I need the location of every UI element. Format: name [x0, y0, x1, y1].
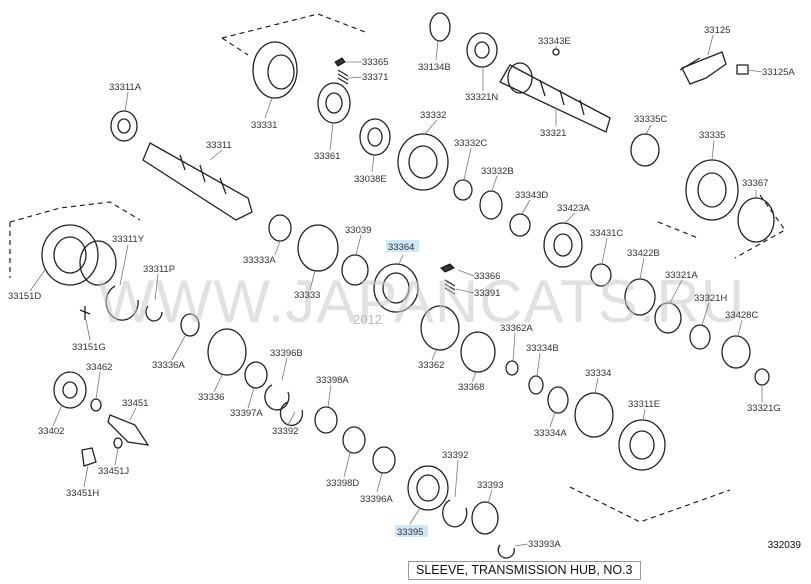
watermark: WWW.JAPANCATS.RU 2012: [98, 268, 745, 335]
part-label-33151D[interactable]: 33151D: [8, 291, 41, 302]
part-caption: SLEEVE, TRANSMISSION HUB, NO.3: [408, 561, 641, 580]
part-label-33362A[interactable]: 33362A: [500, 323, 533, 334]
part-label-33332C[interactable]: 33332C: [454, 138, 487, 149]
part-label-33431C[interactable]: 33431C: [590, 228, 623, 239]
part-label-33332B[interactable]: 33332B: [481, 166, 514, 177]
part-label-33451H[interactable]: 33451H: [66, 488, 99, 499]
part-label-33451[interactable]: 33451: [122, 398, 148, 409]
part-label-33321H[interactable]: 33321H: [694, 293, 727, 304]
part-label-33334A[interactable]: 33334A: [534, 428, 567, 439]
part-label-33395[interactable]: 33395: [397, 527, 423, 538]
part-label-33336[interactable]: 33336: [198, 392, 224, 403]
output-shaft-33321: [499, 62, 611, 133]
figure-number: 332039: [767, 540, 801, 551]
part-label-33362[interactable]: 33362: [418, 360, 444, 371]
part-label-33462[interactable]: 33462: [86, 362, 112, 373]
part-label-33334[interactable]: 33334: [585, 368, 611, 379]
part-label-33398A[interactable]: 33398A: [316, 375, 349, 386]
part-label-33371[interactable]: 33371: [362, 72, 388, 83]
part-label-33336A[interactable]: 33336A: [152, 360, 185, 371]
part-label-33332[interactable]: 33332: [420, 110, 446, 121]
part-label-33397A[interactable]: 33397A: [230, 408, 263, 419]
part-label-33392-upper[interactable]: 33392: [272, 426, 298, 437]
watermark-text: WWW.JAPANCATS.RU: [98, 268, 745, 335]
part-label-33398D[interactable]: 33398D: [326, 478, 359, 489]
part-label-33396B[interactable]: 33396B: [270, 348, 303, 359]
watermark-year: 2012: [353, 312, 382, 327]
part-label-33125A[interactable]: 33125A: [762, 67, 795, 78]
part-label-33334B[interactable]: 33334B: [526, 343, 559, 354]
part-label-33368[interactable]: 33368: [458, 382, 484, 393]
highlight-box-33364: [386, 240, 419, 252]
part-label-33393[interactable]: 33393: [477, 480, 503, 491]
dashed-guides: [9, 13, 786, 523]
part-label-33396A[interactable]: 33396A: [360, 494, 393, 505]
part-label-33451J[interactable]: 33451J: [98, 466, 129, 477]
part-label-33335[interactable]: 33335: [699, 130, 725, 141]
part-label-33423A[interactable]: 33423A: [557, 203, 590, 214]
part-label-33366[interactable]: 33366: [474, 271, 500, 282]
part-labels: 33311A 33331 33365 33371 33134B 33321N 3…: [8, 25, 795, 550]
part-label-33333A[interactable]: 33333A: [243, 255, 276, 266]
part-label-33039[interactable]: 33039: [345, 225, 371, 236]
part-label-33311Y[interactable]: 33311Y: [112, 234, 145, 245]
part-label-33343E[interactable]: 33343E: [538, 36, 571, 47]
part-label-33402[interactable]: 33402: [38, 426, 64, 437]
part-label-33321A[interactable]: 33321A: [665, 270, 698, 281]
part-label-33422B[interactable]: 33422B: [627, 248, 660, 259]
part-label-33364[interactable]: 33364: [388, 242, 414, 253]
part-label-33343D[interactable]: 33343D: [515, 190, 548, 201]
part-label-33321[interactable]: 33321: [540, 128, 566, 139]
part-label-33151G[interactable]: 33151G: [72, 342, 106, 353]
part-label-33367[interactable]: 33367: [742, 178, 768, 189]
part-label-33125[interactable]: 33125: [704, 25, 730, 36]
part-label-33391[interactable]: 33391: [474, 288, 500, 299]
part-label-33361[interactable]: 33361: [314, 151, 340, 162]
part-label-33038E[interactable]: 33038E: [354, 174, 387, 185]
leader-lines: [29, 34, 763, 547]
part-label-33134B[interactable]: 33134B: [418, 62, 451, 73]
part-label-33311[interactable]: 33311: [206, 140, 232, 151]
part-label-33311E[interactable]: 33311E: [628, 399, 660, 410]
part-label-33311A[interactable]: 33311A: [109, 82, 142, 93]
part-label-33311P[interactable]: 33311P: [143, 264, 175, 275]
part-label-33333[interactable]: 33333: [294, 290, 320, 301]
part-label-33428C[interactable]: 33428C: [725, 310, 758, 321]
part-label-33365[interactable]: 33365: [362, 57, 388, 68]
part-label-33393A[interactable]: 33393A: [528, 539, 561, 550]
input-shaft: [142, 142, 253, 221]
part-label-33331[interactable]: 33331: [251, 120, 277, 131]
highlight-box-33395: [395, 525, 428, 537]
part-label-33335C[interactable]: 33335C: [634, 114, 667, 125]
part-label-33392-lower[interactable]: 33392: [442, 450, 468, 461]
part-label-33321N[interactable]: 33321N: [465, 92, 498, 103]
part-label-33321G[interactable]: 33321G: [747, 403, 781, 414]
